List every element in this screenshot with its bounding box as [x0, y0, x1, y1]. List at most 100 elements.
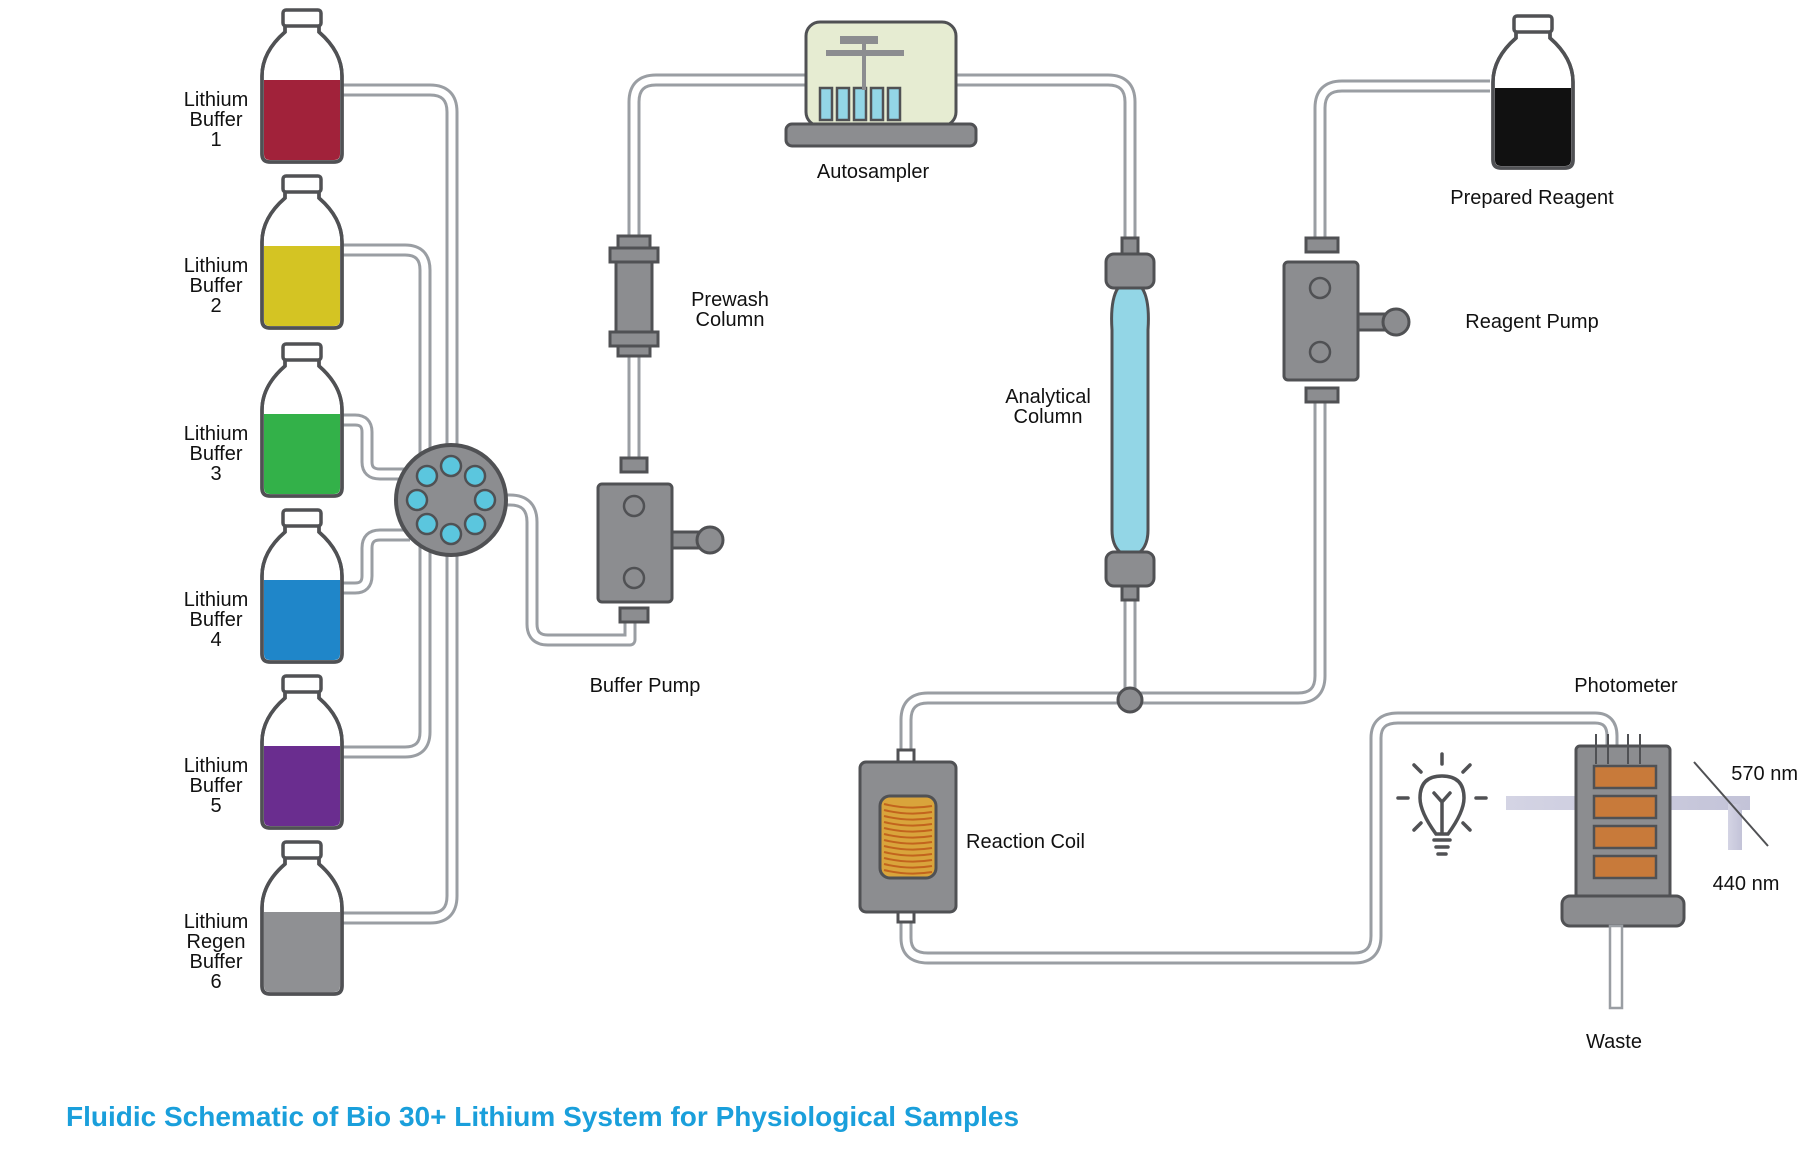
valve-port [439, 522, 463, 546]
flow-cell [1592, 854, 1658, 880]
reagent-pump-label: Reagent Pump [1465, 311, 1598, 333]
bottle-1 [260, 8, 344, 164]
valve-ports [405, 454, 497, 546]
tube-autosampler-to-analytical-outline [955, 73, 1137, 240]
bottle-liquid [264, 414, 340, 494]
tube-bottle-6 [340, 540, 456, 922]
buffer-bottle-labels: LithiumBuffer1LithiumBuffer2LithiumBuffe… [184, 89, 248, 993]
beam-branch [1728, 804, 1742, 850]
photometer-label: Photometer [1574, 675, 1678, 697]
tube-reagent-to-pump [1316, 82, 1490, 240]
bottle-6-label-line: Buffer [190, 951, 243, 973]
prewash-column-label-2: Column [696, 309, 765, 331]
sample-vial [835, 86, 851, 122]
flow-cell [1592, 794, 1658, 820]
bottle-6-label-line: Lithium [184, 911, 248, 933]
photometer [1506, 734, 1769, 1010]
bottle-1-label-line: Lithium [184, 89, 248, 111]
tube-pump-to-junction-outline [1130, 396, 1327, 705]
autosampler [784, 20, 978, 148]
wavelength-440-label: 440 nm [1713, 873, 1780, 895]
tube-bottle-1 [340, 86, 456, 460]
coil-turn [883, 809, 933, 815]
bottle-1-label-line: Buffer [190, 109, 243, 131]
bottle-cap [281, 342, 323, 362]
tube-bottle-2 [340, 246, 429, 460]
tube-junction-to-coil-outline [899, 691, 1130, 760]
coil-turn [883, 863, 933, 869]
bottle-liquid [264, 912, 340, 992]
bottle-2-label-line: Lithium [184, 255, 248, 277]
bottle-liquid [264, 580, 340, 660]
sample-vial [818, 86, 834, 122]
analytical-column-label-2: Column [1014, 406, 1083, 428]
tube-prewash-to-autosampler-outline [627, 73, 808, 240]
sample-vials [818, 44, 902, 122]
valve-port [473, 488, 497, 512]
valve-port [439, 454, 463, 478]
coil-turn [883, 851, 933, 857]
bottle-5-label-line: Buffer [190, 775, 243, 797]
sample-vial [886, 86, 902, 122]
tube-pump-to-junction [1130, 396, 1324, 702]
coil-turn [883, 803, 933, 809]
tube-bottle-5-outline [340, 540, 432, 759]
diagram-title: Fluidic Schematic of Bio 30+ Lithium Sys… [66, 1101, 1019, 1132]
bottle-4-label-line: Lithium [184, 589, 248, 611]
bottle-outline [260, 688, 344, 830]
bottle-liquid [264, 80, 340, 160]
valve-port [463, 512, 487, 536]
buffer-pump [596, 456, 725, 624]
tube-coil-to-photometer [902, 714, 1616, 962]
bottle-outline [260, 22, 344, 164]
coil-turn [883, 833, 933, 839]
buffer-pump-label: Buffer Pump [590, 675, 701, 697]
reagent-pump [1282, 236, 1411, 404]
prepared-reagent-label: Prepared Reagent [1450, 187, 1614, 209]
bottle-5 [260, 674, 344, 830]
tube-autosampler-to-analytical [955, 76, 1134, 240]
tube-bottle-4-outline [340, 528, 410, 595]
analytical-column [1104, 236, 1156, 602]
bottle-outline [260, 854, 344, 996]
tubing-network [340, 73, 1623, 1008]
tube-prewash-to-autosampler [630, 76, 808, 240]
reaction-coil [858, 748, 958, 924]
tube-valve-to-pump [490, 496, 634, 644]
bottle-4-label-line: Buffer [190, 609, 243, 631]
valve-port [405, 488, 429, 512]
valve-port [415, 512, 439, 536]
prepared-reagent-bottle [1491, 14, 1575, 170]
bottle-cap [281, 674, 323, 694]
sample-vial [869, 86, 885, 122]
bottle-outline [260, 356, 344, 498]
coil-turn [883, 839, 933, 845]
tube-bottle-2-outline [340, 243, 432, 460]
flow-cells [1592, 764, 1658, 880]
buffer-bottles [260, 8, 344, 996]
waste-label: Waste [1586, 1031, 1642, 1053]
bottle-6-label-line: 6 [210, 971, 221, 993]
bottle-liquid [264, 746, 340, 826]
bottle-3-label-line: 3 [210, 463, 221, 485]
tube-reagent-to-pump-outline [1313, 79, 1490, 240]
bottle-outline [260, 522, 344, 664]
bottle-cap [281, 8, 323, 28]
bottle-cap [281, 174, 323, 194]
bottle-3-label-line: Buffer [190, 443, 243, 465]
coil-turn [883, 815, 933, 821]
bottle-5-label-line: Lithium [184, 755, 248, 777]
bottle-2-label-line: 2 [210, 295, 221, 317]
tube-bottle-1-outline [340, 83, 459, 460]
tube-bottle-5 [340, 540, 429, 756]
bottle-cap [281, 840, 323, 860]
tube-bottle-4 [340, 531, 410, 592]
bottle-4 [260, 508, 344, 664]
coil-turn [883, 869, 933, 875]
coil-turn [883, 857, 933, 863]
light-bulb-icon [1396, 752, 1488, 856]
prewash-column [608, 234, 660, 358]
bottle-2 [260, 174, 344, 330]
sample-vial [852, 86, 868, 122]
